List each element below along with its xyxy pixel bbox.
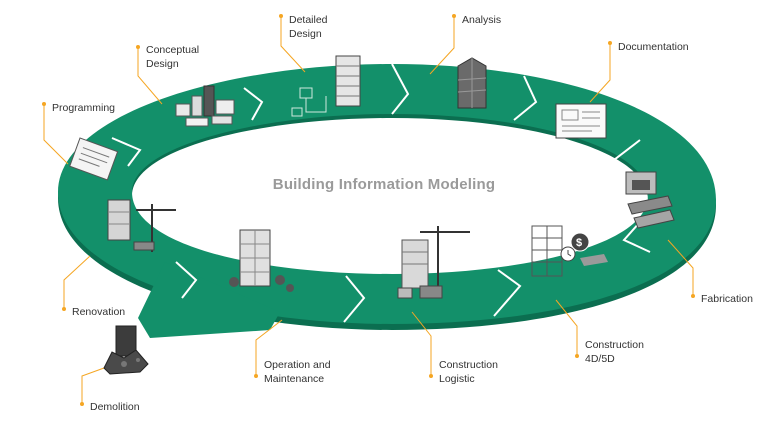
lifecycle-ring: [58, 64, 716, 324]
stage-label-line: Demolition: [90, 401, 140, 413]
rubble-icon: [103, 325, 149, 375]
crane-site-icon: [397, 226, 470, 299]
segment-divider: [493, 269, 522, 317]
stage-label-line: Design: [146, 58, 179, 70]
leader-dot-construction-4d5d: [575, 354, 579, 358]
stage-label-construction-4d5d: Construction 4D/5D: [585, 338, 644, 366]
segment-divider: [343, 275, 366, 323]
leader-line-conceptual-design: [137, 47, 163, 105]
finished-building-icon: [229, 229, 294, 292]
stage-label-line: Documentation: [618, 41, 689, 53]
stage-label-fabrication: Fabrication: [701, 292, 753, 306]
stage-label-programming: Programming: [52, 101, 115, 115]
ring-tail-segment: [138, 262, 280, 338]
tower-model-icon: [457, 57, 487, 109]
stage-label-line: Renovation: [72, 306, 126, 318]
diagram-title: Building Information Modeling: [272, 176, 496, 193]
segment-divider: [622, 221, 651, 253]
leader-dot-demolition: [80, 402, 84, 406]
stage-label-demolition: Demolition: [90, 400, 140, 414]
segment-divider: [175, 261, 198, 299]
segment-divider: [111, 137, 142, 167]
leader-line-documentation: [589, 43, 611, 103]
stage-label-line: 4D/5D: [585, 353, 615, 365]
stage-icons: $: [69, 55, 675, 375]
scaffold-cost-time-icon: $: [531, 225, 608, 277]
leader-dot-detailed-design: [279, 14, 283, 18]
segment-divider: [391, 63, 410, 115]
stage-label-renovation: Renovation: [72, 305, 125, 319]
stage-label-line: Programming: [52, 102, 116, 114]
leader-line-construction-logistic: [411, 311, 432, 376]
leader-lines: [43, 16, 694, 404]
leader-dot-operation-maintenance: [254, 374, 258, 378]
leader-line-fabrication: [667, 239, 694, 296]
stage-label-line: Construction: [439, 359, 498, 371]
leader-line-analysis: [429, 16, 455, 75]
leader-dot-analysis: [452, 14, 456, 18]
segment-divider: [513, 75, 538, 121]
fabrication-machine-icon: [625, 171, 675, 229]
leader-dot-fabrication: [691, 294, 695, 298]
stage-label-line: Construction: [585, 339, 644, 351]
leader-line-detailed-design: [280, 16, 306, 73]
leader-dot-programming: [42, 102, 46, 106]
leader-line-construction-4d5d: [555, 299, 578, 356]
stage-label-line: Logistic: [439, 373, 475, 385]
stage-label-line: Conceptual: [146, 44, 200, 56]
clipboard-icon: [69, 137, 119, 181]
stage-label-line: Analysis: [462, 14, 502, 26]
leader-dot-documentation: [608, 41, 612, 45]
leader-line-renovation: [63, 255, 91, 309]
stage-label-line: Operation and: [264, 359, 331, 371]
segment-divider: [243, 87, 264, 121]
stage-label-line: Fabrication: [701, 293, 753, 305]
drawing-sheet-icon: [555, 103, 607, 139]
leader-dot-construction-logistic: [429, 374, 433, 378]
leader-dot-renovation: [62, 307, 66, 311]
segment-dividers: [111, 63, 651, 323]
leader-line-programming: [43, 104, 69, 165]
leader-dot-conceptual-design: [136, 45, 140, 49]
svg-text:$: $: [576, 237, 582, 249]
leader-dots: [42, 14, 695, 406]
stage-label-analysis: Analysis: [462, 13, 501, 27]
stage-label-line: Maintenance: [264, 373, 325, 385]
blueprint-icon: [291, 55, 361, 117]
stage-label-line: Design: [289, 28, 322, 40]
leader-line-demolition: [81, 367, 105, 404]
leader-line-operation-maintenance: [255, 319, 283, 376]
crane-renovation-icon: [107, 199, 176, 252]
stage-label-line: Detailed: [289, 14, 328, 26]
building-blocks-icon: [175, 85, 235, 127]
stage-label-documentation: Documentation: [618, 40, 689, 54]
